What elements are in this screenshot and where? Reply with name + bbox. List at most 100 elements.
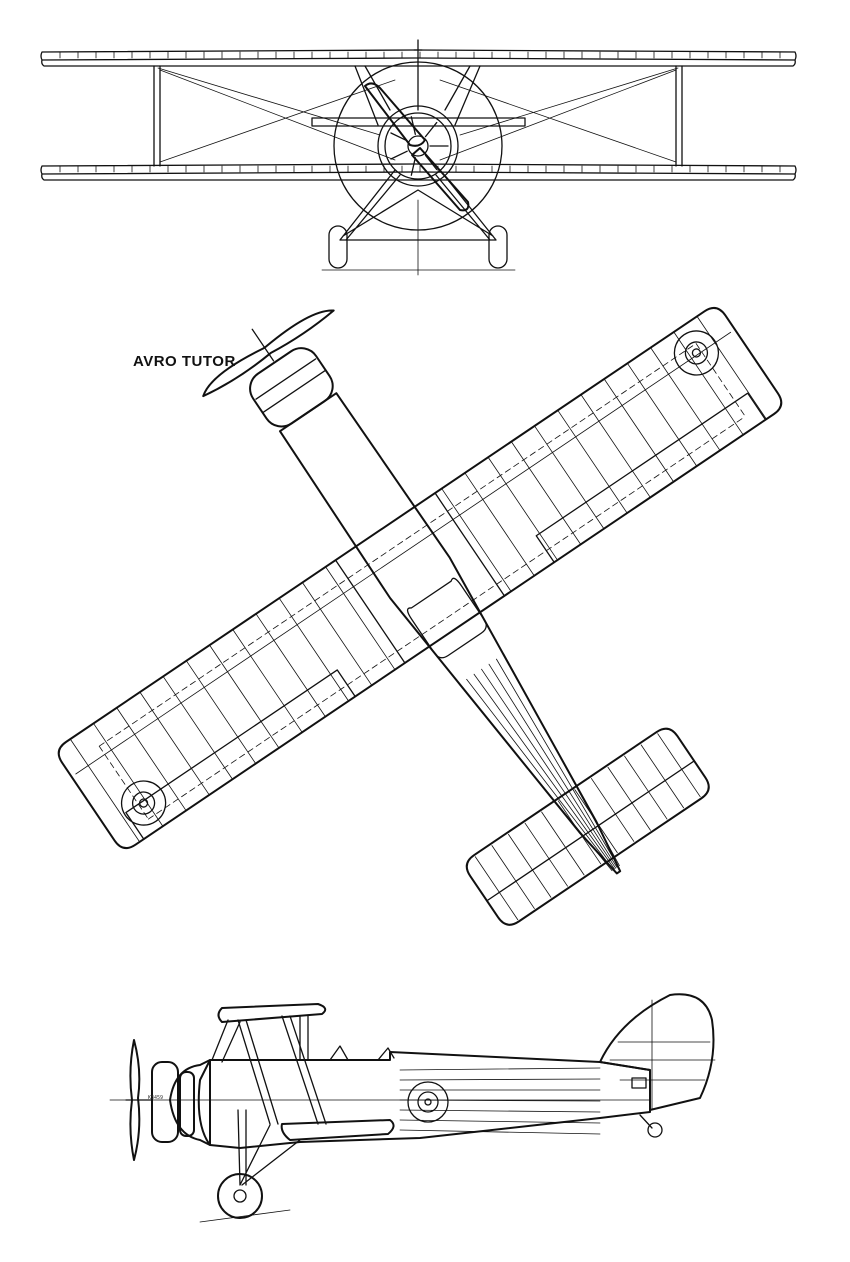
plan-tailplane bbox=[465, 727, 710, 926]
cabane-struts bbox=[354, 65, 481, 126]
lower-wing-front-lower-edge bbox=[41, 173, 796, 181]
side-engine-cowl bbox=[169, 1059, 211, 1146]
plan-propeller bbox=[202, 309, 335, 398]
plan-fuselage-stringer bbox=[496, 658, 619, 867]
plan-upper-wing bbox=[57, 306, 783, 850]
fin-front bbox=[413, 39, 423, 111]
plan-roundel-right-inner bbox=[684, 341, 709, 365]
plan-wing-spar-front bbox=[75, 331, 732, 775]
plan-wing-rib bbox=[232, 629, 303, 733]
wheel-right-front bbox=[488, 225, 508, 269]
side-roundel bbox=[407, 1081, 449, 1123]
side-fin-rudder bbox=[599, 993, 715, 1111]
plan-tail-rib bbox=[574, 789, 618, 854]
plan-fuselage-stringer bbox=[458, 683, 613, 872]
plan-wing-rib bbox=[650, 347, 721, 451]
plan-wing-rib bbox=[441, 488, 512, 592]
plan-wing-rib bbox=[510, 441, 582, 545]
plan-wing-rib bbox=[116, 707, 187, 811]
side-tail-wheel bbox=[647, 1122, 663, 1138]
plan-tail-rib bbox=[590, 778, 635, 842]
plan-fuselage-stringer bbox=[488, 663, 618, 868]
plan-wing-rib bbox=[185, 660, 257, 765]
propeller-blade-lower bbox=[411, 147, 470, 212]
plan-tail-rib bbox=[474, 856, 519, 921]
plan-wing-rib bbox=[627, 362, 698, 467]
plan-wing-rib bbox=[93, 723, 164, 827]
plan-wing-rib bbox=[673, 331, 744, 436]
plan-fuselage-stringer bbox=[481, 668, 617, 869]
upper-wing-front-lower-edge bbox=[41, 59, 796, 67]
spinner bbox=[407, 135, 429, 157]
undercarriage-legs bbox=[339, 169, 497, 241]
plan-tail-rib bbox=[640, 744, 685, 809]
side-ground-line bbox=[199, 1209, 291, 1223]
plan-tail-ribs bbox=[474, 733, 701, 921]
plan-wing-rib bbox=[278, 597, 349, 702]
plan-wing-rib bbox=[255, 613, 326, 718]
side-fuselage-stringer bbox=[399, 1129, 601, 1135]
plan-view bbox=[57, 306, 783, 926]
plan-wing-rib bbox=[534, 425, 605, 530]
plan-engine-ring bbox=[255, 358, 327, 414]
plan-tail-rib bbox=[524, 822, 568, 887]
side-engine-cylinder bbox=[151, 1061, 179, 1143]
plan-wing-rib bbox=[69, 738, 141, 843]
plan-fuselage-stringer bbox=[473, 673, 615, 870]
bracing-wires bbox=[157, 67, 679, 163]
radial-cylinder bbox=[390, 132, 408, 142]
plan-roundel-left-centre bbox=[138, 798, 149, 808]
plan-wing-rib bbox=[580, 394, 651, 498]
side-upper-wing bbox=[217, 1003, 327, 1023]
plan-aileron-right bbox=[535, 392, 767, 563]
plan-tail-rib bbox=[541, 811, 585, 876]
side-cabane-struts bbox=[211, 1014, 309, 1063]
plan-tail-rib bbox=[508, 833, 552, 898]
plan-wing-rib bbox=[487, 456, 558, 561]
side-fuselage-stringers bbox=[399, 1067, 601, 1135]
side-windscreen-rear bbox=[377, 1047, 395, 1061]
side-undercarriage bbox=[237, 1109, 301, 1186]
side-fuselage-stringer bbox=[399, 1119, 601, 1124]
wheel-left-front bbox=[328, 225, 348, 269]
plan-tail-rib bbox=[607, 766, 651, 831]
plan-tail-rib bbox=[657, 733, 701, 798]
side-roundel-inner bbox=[417, 1091, 439, 1113]
side-fuselage-stringer bbox=[399, 1067, 601, 1071]
plan-fuselage bbox=[278, 392, 622, 875]
propeller-blade-upper bbox=[364, 82, 426, 147]
side-fuselage-stringer bbox=[399, 1078, 601, 1081]
plan-wing-rib bbox=[162, 676, 233, 780]
plan-fuselage-stringers bbox=[458, 653, 620, 872]
side-propeller bbox=[129, 1039, 141, 1161]
side-view: K3459 bbox=[109, 993, 716, 1223]
plan-fuselage-stringer bbox=[503, 653, 620, 867]
plan-tail-rib bbox=[557, 800, 602, 865]
side-rudder-hinge bbox=[609, 999, 716, 1111]
side-fuselage-stringer bbox=[399, 1099, 601, 1102]
side-serial-panel bbox=[631, 1077, 647, 1089]
plan-wing-rib bbox=[464, 472, 535, 577]
interplane-strut-right bbox=[675, 65, 683, 167]
plan-wing-rib bbox=[302, 582, 373, 686]
plan-fuselage-stringer bbox=[466, 678, 614, 871]
side-main-wheel bbox=[217, 1173, 263, 1219]
interplane-strut-left bbox=[153, 65, 161, 167]
side-interplane-struts bbox=[237, 1015, 327, 1125]
plan-engine bbox=[249, 347, 334, 428]
plan-wing-rib bbox=[209, 644, 280, 749]
plan-centre-section bbox=[334, 492, 506, 664]
plan-wing-rib bbox=[557, 409, 628, 514]
plan-tail-rib bbox=[491, 845, 535, 909]
plan-wing-rib bbox=[139, 691, 210, 796]
side-wheel-hub bbox=[233, 1189, 247, 1203]
side-windscreen-front bbox=[329, 1045, 349, 1061]
plan-aileron-left bbox=[125, 669, 356, 840]
side-lower-wing bbox=[280, 1119, 395, 1141]
radial-cylinder bbox=[390, 150, 408, 160]
wing-rib-ticks bbox=[59, 51, 781, 173]
plan-cockpit bbox=[406, 577, 487, 659]
plan-spinner bbox=[251, 328, 275, 362]
side-engine-ring bbox=[179, 1071, 195, 1137]
